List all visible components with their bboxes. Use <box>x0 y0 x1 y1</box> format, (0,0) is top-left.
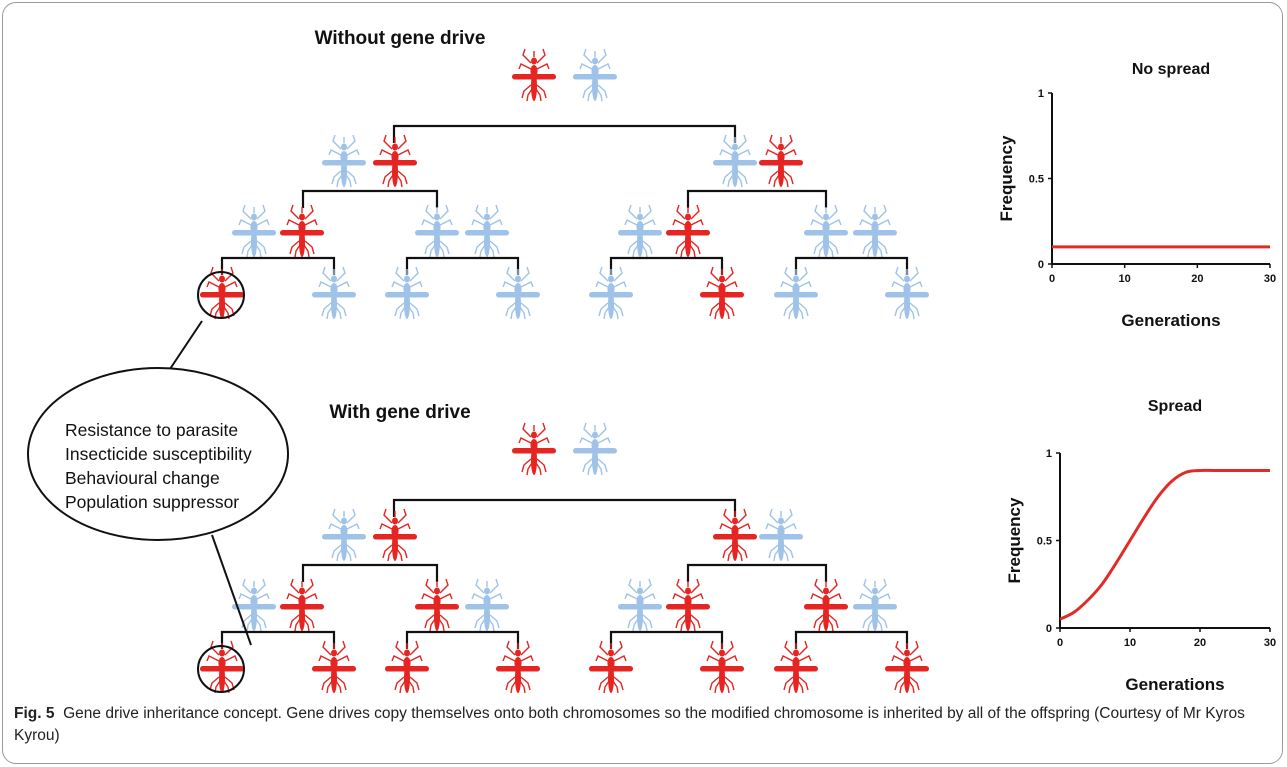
x-tick-label: 0 <box>1057 637 1063 649</box>
x-tick-label: 10 <box>1124 637 1136 649</box>
cross-line-gen3 <box>609 630 724 649</box>
x-tick-label: 0 <box>1049 273 1055 285</box>
cross-line-gen3 <box>609 256 724 275</box>
y-tick-label: 0 <box>1038 259 1044 271</box>
traits-callout: Resistance to parasite Insecticide susce… <box>27 271 289 693</box>
y-axis-label: Frequency <box>997 135 1016 222</box>
caption-text: Gene drive inheritance concept. Gene dri… <box>14 705 1245 744</box>
cross-line-gen3 <box>220 630 336 649</box>
y-tick-label: 0.5 <box>1029 174 1044 186</box>
title-without-gene-drive: Without gene drive <box>315 28 486 49</box>
highlight-circle-bottom <box>197 645 245 693</box>
traits-ellipse <box>27 367 289 541</box>
y-tick-label: 0.5 <box>1037 536 1052 548</box>
y-tick-label: 1 <box>1046 448 1052 460</box>
chart-title: Spread <box>1148 398 1202 415</box>
cross-line-gen2 <box>301 563 439 582</box>
trait-behavioural-change: Behavioural change <box>65 468 220 488</box>
figure-canvas: Without gene drive With gene drive Resis… <box>27 28 1276 694</box>
cross-line-gen3 <box>405 256 520 275</box>
highlight-circle-top <box>197 271 245 319</box>
trait-insecticide-susceptibility: Insecticide susceptibility <box>65 444 252 464</box>
y-tick-label: 0 <box>1046 623 1052 635</box>
caption-label: Fig. 5 <box>14 705 55 722</box>
connector-line-top <box>167 320 203 373</box>
trait-resistance-to-parasite: Resistance to parasite <box>65 420 238 440</box>
cross-line-gen3 <box>794 256 909 275</box>
connector-line-bottom <box>211 534 252 646</box>
chart-title: No spread <box>1132 61 1210 78</box>
cross-line-gen3 <box>794 630 909 649</box>
x-axis-label: Generations <box>1125 675 1224 694</box>
tree-without-gene-drive <box>199 48 930 320</box>
x-tick-label: 30 <box>1264 637 1276 649</box>
title-with-gene-drive: With gene drive <box>329 402 470 423</box>
cross-line-gen1 <box>392 498 737 517</box>
cross-line-gen2 <box>686 189 828 208</box>
y-tick-label: 1 <box>1038 88 1044 100</box>
trait-population-suppressor: Population suppressor <box>65 492 239 512</box>
x-axis-label: Generations <box>1121 311 1220 330</box>
cross-line-gen2 <box>301 189 439 208</box>
figure-caption: Fig. 5 Gene drive inheritance concept. G… <box>14 703 1269 747</box>
cross-line-gen3 <box>220 256 336 275</box>
cross-line-gen3 <box>405 630 520 649</box>
y-axis-label: Frequency <box>1005 497 1024 584</box>
cross-line-gen1 <box>392 124 737 143</box>
x-tick-label: 20 <box>1191 273 1203 285</box>
cross-line-gen2 <box>686 563 828 582</box>
tree-with-gene-drive <box>199 422 930 694</box>
series-line <box>1059 468 1270 621</box>
x-tick-label: 20 <box>1194 637 1206 649</box>
x-tick-label: 10 <box>1119 273 1131 285</box>
x-tick-label: 30 <box>1264 273 1276 285</box>
